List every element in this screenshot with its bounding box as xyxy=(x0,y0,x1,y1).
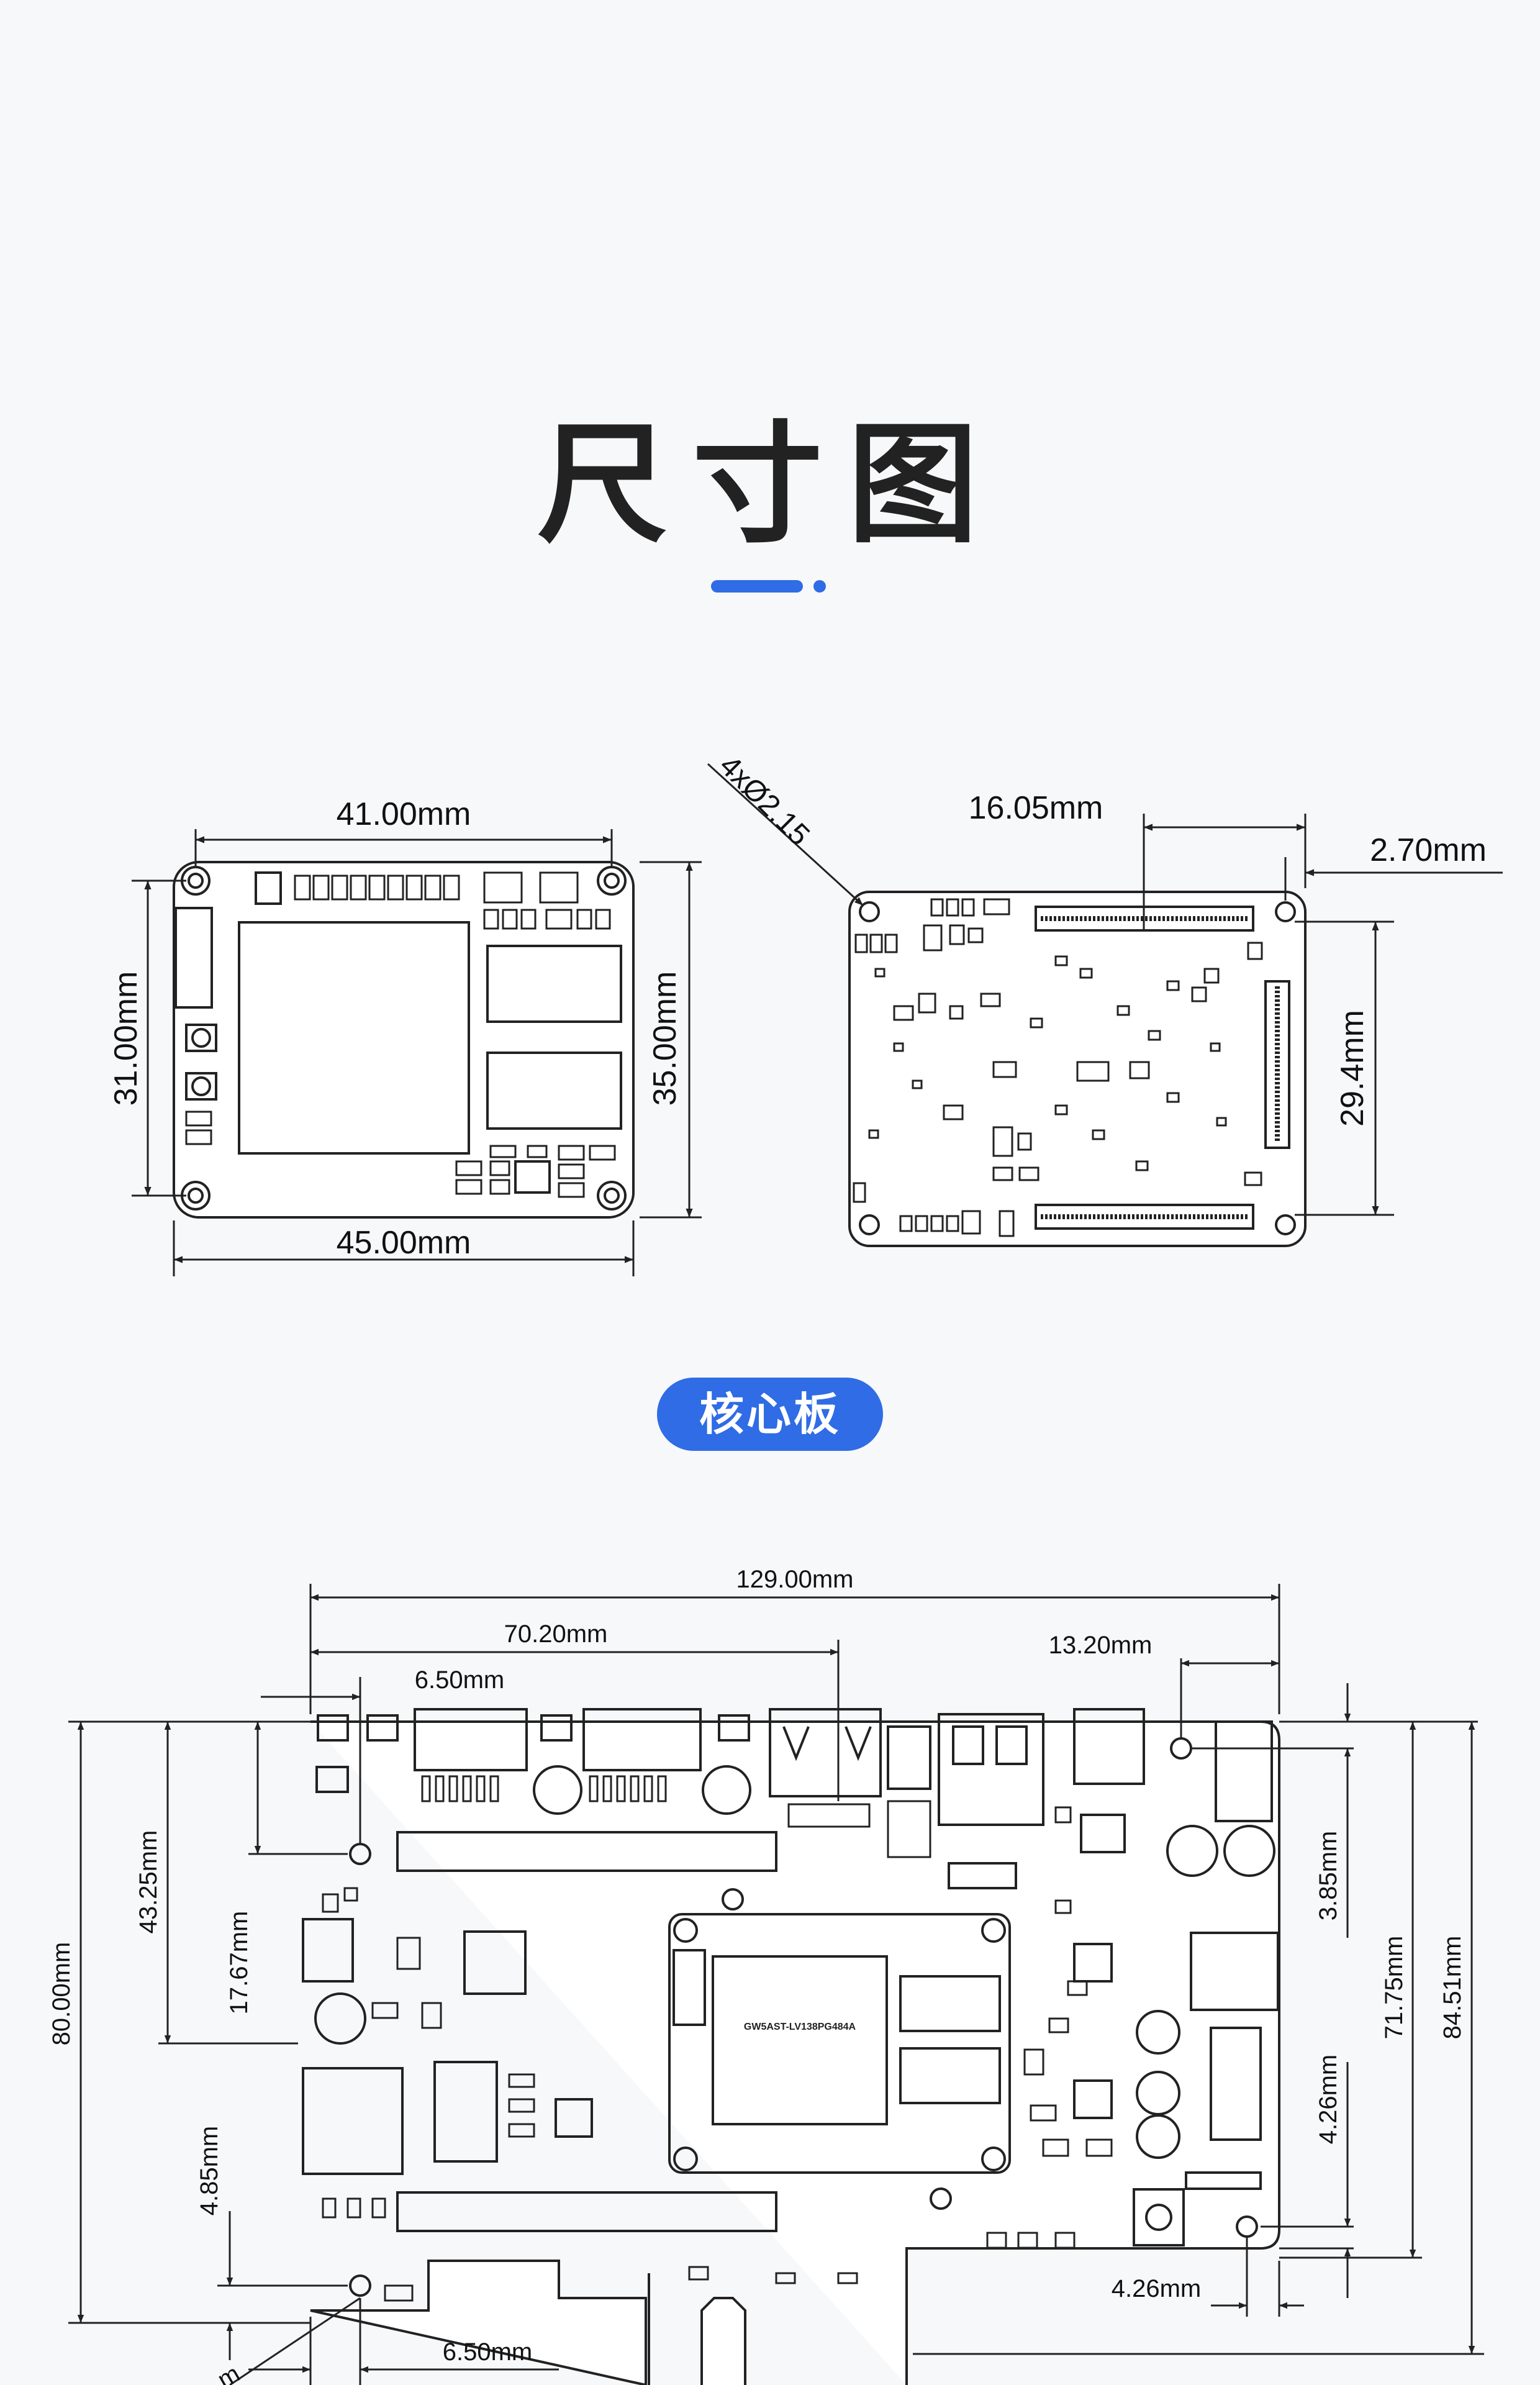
bottom-hole-offset-label: 6.50mm xyxy=(443,2338,533,2366)
rj45-jack xyxy=(302,2067,404,2175)
dip-switch xyxy=(1210,2027,1262,2141)
pin-header-bottom xyxy=(396,2191,777,2232)
core-board-footprint xyxy=(668,1913,1011,2174)
carrier-dimension-lines xyxy=(68,1584,1484,2385)
overall-width-label: 129.00mm xyxy=(736,1566,854,1593)
ddr-chip-1 xyxy=(486,945,622,1023)
pin-header-top xyxy=(396,1831,777,1872)
right-mid-height-label: 71.75mm xyxy=(1380,1936,1408,2040)
fpga-chip-marking: GW5AST-LV138PG484A xyxy=(744,2022,856,2032)
top-offset-label: 16.05mm xyxy=(969,790,1103,826)
ddr-chip-2 xyxy=(486,1052,622,1130)
audio-jack xyxy=(1215,1720,1273,1822)
right-total-height-label: 84.51mm xyxy=(1439,1936,1466,2040)
core-board-top-components xyxy=(185,871,616,1198)
usb-c-connector xyxy=(1073,1708,1145,1785)
hdmi-connector xyxy=(769,1708,882,1797)
right-top-height-label: 3.85mm xyxy=(1315,1831,1342,1921)
title-underline-bar xyxy=(711,580,803,593)
right-offset-label: 13.20mm xyxy=(1049,1632,1153,1659)
core-top-dimension-lines xyxy=(132,829,702,1276)
left-bottom-height-label: 4.85mm xyxy=(196,2126,223,2216)
left-hole-height-label: 17.67mm xyxy=(225,1911,253,2015)
hole-offset-top-label: 6.50mm xyxy=(415,1666,505,1694)
core-right-height-label: 35.00mm xyxy=(647,971,683,1106)
sd-card-slot xyxy=(1190,1932,1279,2011)
b2b-connector-right xyxy=(1264,980,1290,1149)
corner-offset-label: 2.70mm xyxy=(1370,832,1487,868)
title-underline-dot xyxy=(813,580,826,593)
core-board-badge: 核心板 xyxy=(657,1378,883,1451)
carrier-board-outline xyxy=(310,1720,1280,2385)
core-bottom-components xyxy=(853,898,1263,1237)
left-total-height-label: 80.00mm xyxy=(48,1942,75,2046)
connector-height-label: 29.4mm xyxy=(1334,1010,1370,1127)
core-left-height-label: 31.00mm xyxy=(108,971,144,1106)
core-top-width-label: 41.00mm xyxy=(337,796,471,832)
core-bottom-dimension-lines xyxy=(707,763,1503,1216)
reset-button xyxy=(1133,2188,1185,2246)
carrier-components xyxy=(302,1708,1279,2297)
usb-a-connector xyxy=(938,1713,1044,1826)
core-bottom-width-label: 45.00mm xyxy=(337,1225,471,1261)
bottom-right-offset-label: 4.26mm xyxy=(1112,2275,1202,2302)
fpga-chip xyxy=(712,1955,888,2125)
page-title: 尺寸图 xyxy=(537,409,1003,561)
fpga-chip-outline xyxy=(238,921,470,1155)
core-offset-label: 70.20mm xyxy=(504,1620,608,1648)
left-upper-height-label: 43.25mm xyxy=(135,1830,162,1934)
header-block-2 xyxy=(582,1708,702,1771)
b2b-connector-bottom xyxy=(1035,1204,1254,1230)
core-board-top-view xyxy=(173,861,635,1219)
partial-dimension-label: m xyxy=(213,2360,245,2385)
right-low-height-label: 4.26mm xyxy=(1315,2055,1342,2145)
header-block-1 xyxy=(414,1708,528,1771)
flash-connector xyxy=(174,907,213,1009)
carrier-small-parts xyxy=(322,1775,1113,2302)
